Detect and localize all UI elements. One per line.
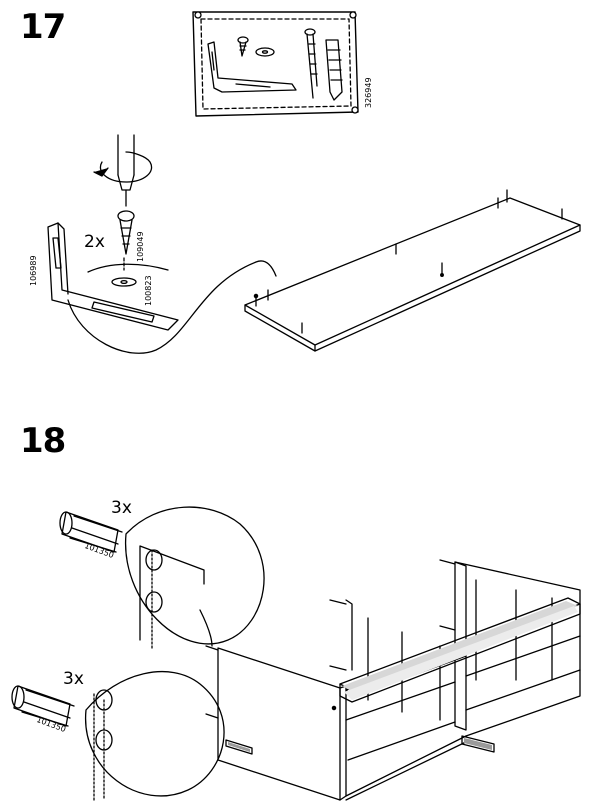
wall-plug-icon xyxy=(325,39,343,101)
washer-icon xyxy=(255,47,275,57)
part-number: 106989 xyxy=(29,255,38,286)
dowel-icon-top xyxy=(59,511,123,553)
part-number: 100823 xyxy=(144,275,153,306)
quantity-label: 3x xyxy=(63,669,84,689)
bracket-screw-icon xyxy=(111,210,137,287)
l-bracket-icon xyxy=(47,222,179,331)
step-number: 17 xyxy=(20,7,66,47)
detail-circle-top xyxy=(125,506,265,651)
screwdriver-icon xyxy=(117,134,135,207)
hardware-bag xyxy=(192,11,359,117)
cabinet-dowels xyxy=(205,559,456,719)
long-screw-icon xyxy=(304,28,318,99)
screw-icon xyxy=(237,36,249,57)
top-panel xyxy=(244,197,581,352)
part-number: 326949 xyxy=(364,77,373,108)
bracket-icon xyxy=(207,41,297,93)
quantity-label: 3x xyxy=(111,498,132,518)
detail-callout xyxy=(67,260,277,354)
step-number: 18 xyxy=(20,421,66,461)
part-number: 109049 xyxy=(136,231,145,262)
detail-circle-bottom xyxy=(85,670,225,801)
quantity-label: 2x xyxy=(84,232,105,252)
dowels-icon xyxy=(253,189,563,334)
rotation-arrow-icon xyxy=(93,151,153,183)
dowel-icon-bottom xyxy=(11,685,75,727)
